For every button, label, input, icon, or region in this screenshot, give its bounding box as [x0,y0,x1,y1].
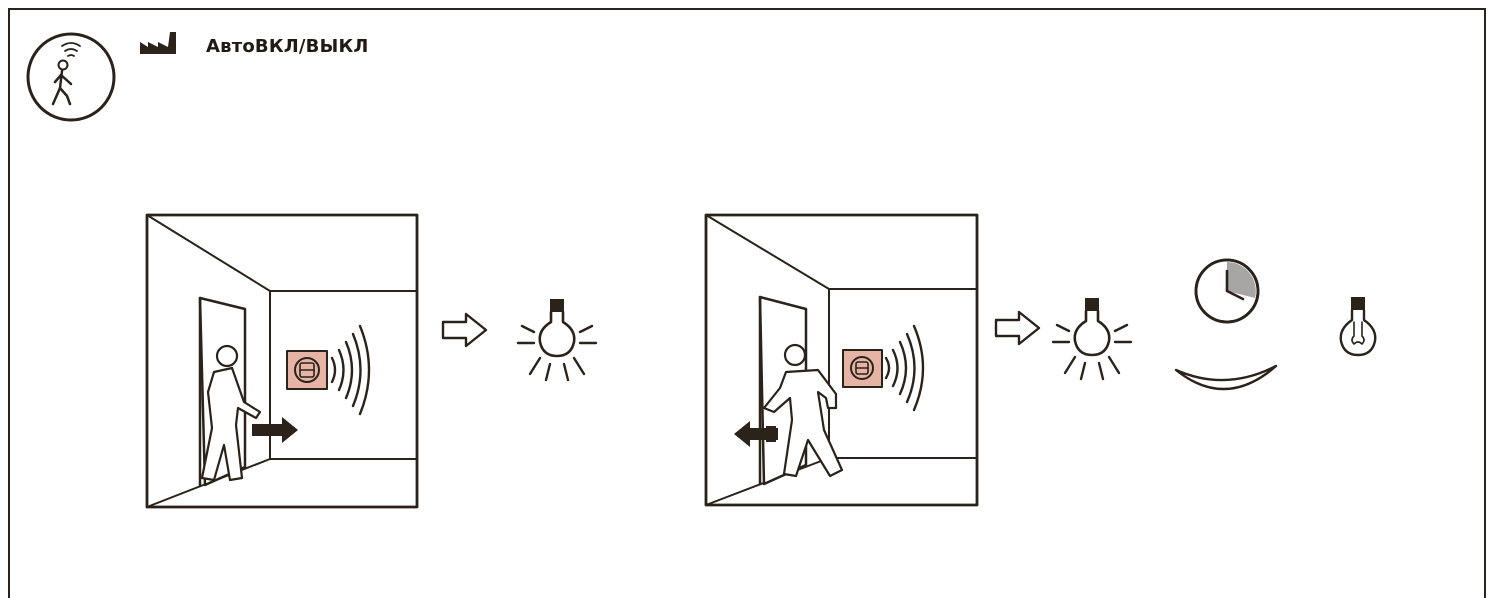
bulb-on-icon-1 [518,299,596,380]
sensor-waves-1 [332,326,369,414]
factory-default-icon [140,32,176,54]
room-2 [706,215,977,505]
hollow-arrow-icon [443,314,486,346]
bulb-on-icon-2 [1053,298,1131,379]
motion-sensor-person-icon [28,34,114,120]
delay-arc-icon [1176,366,1276,389]
sensor-waves-2 [886,326,923,410]
hollow-arrow-icon-2 [996,312,1039,344]
scene-leaving [706,215,1375,505]
motion-sensor-2 [843,350,882,387]
arrow-right-icon [252,417,298,443]
timer-clock-icon [1196,260,1258,322]
scene-entering [147,215,596,507]
room-1 [147,215,417,507]
motion-sensor-1 [287,351,327,389]
bulb-off-icon [1341,297,1376,355]
